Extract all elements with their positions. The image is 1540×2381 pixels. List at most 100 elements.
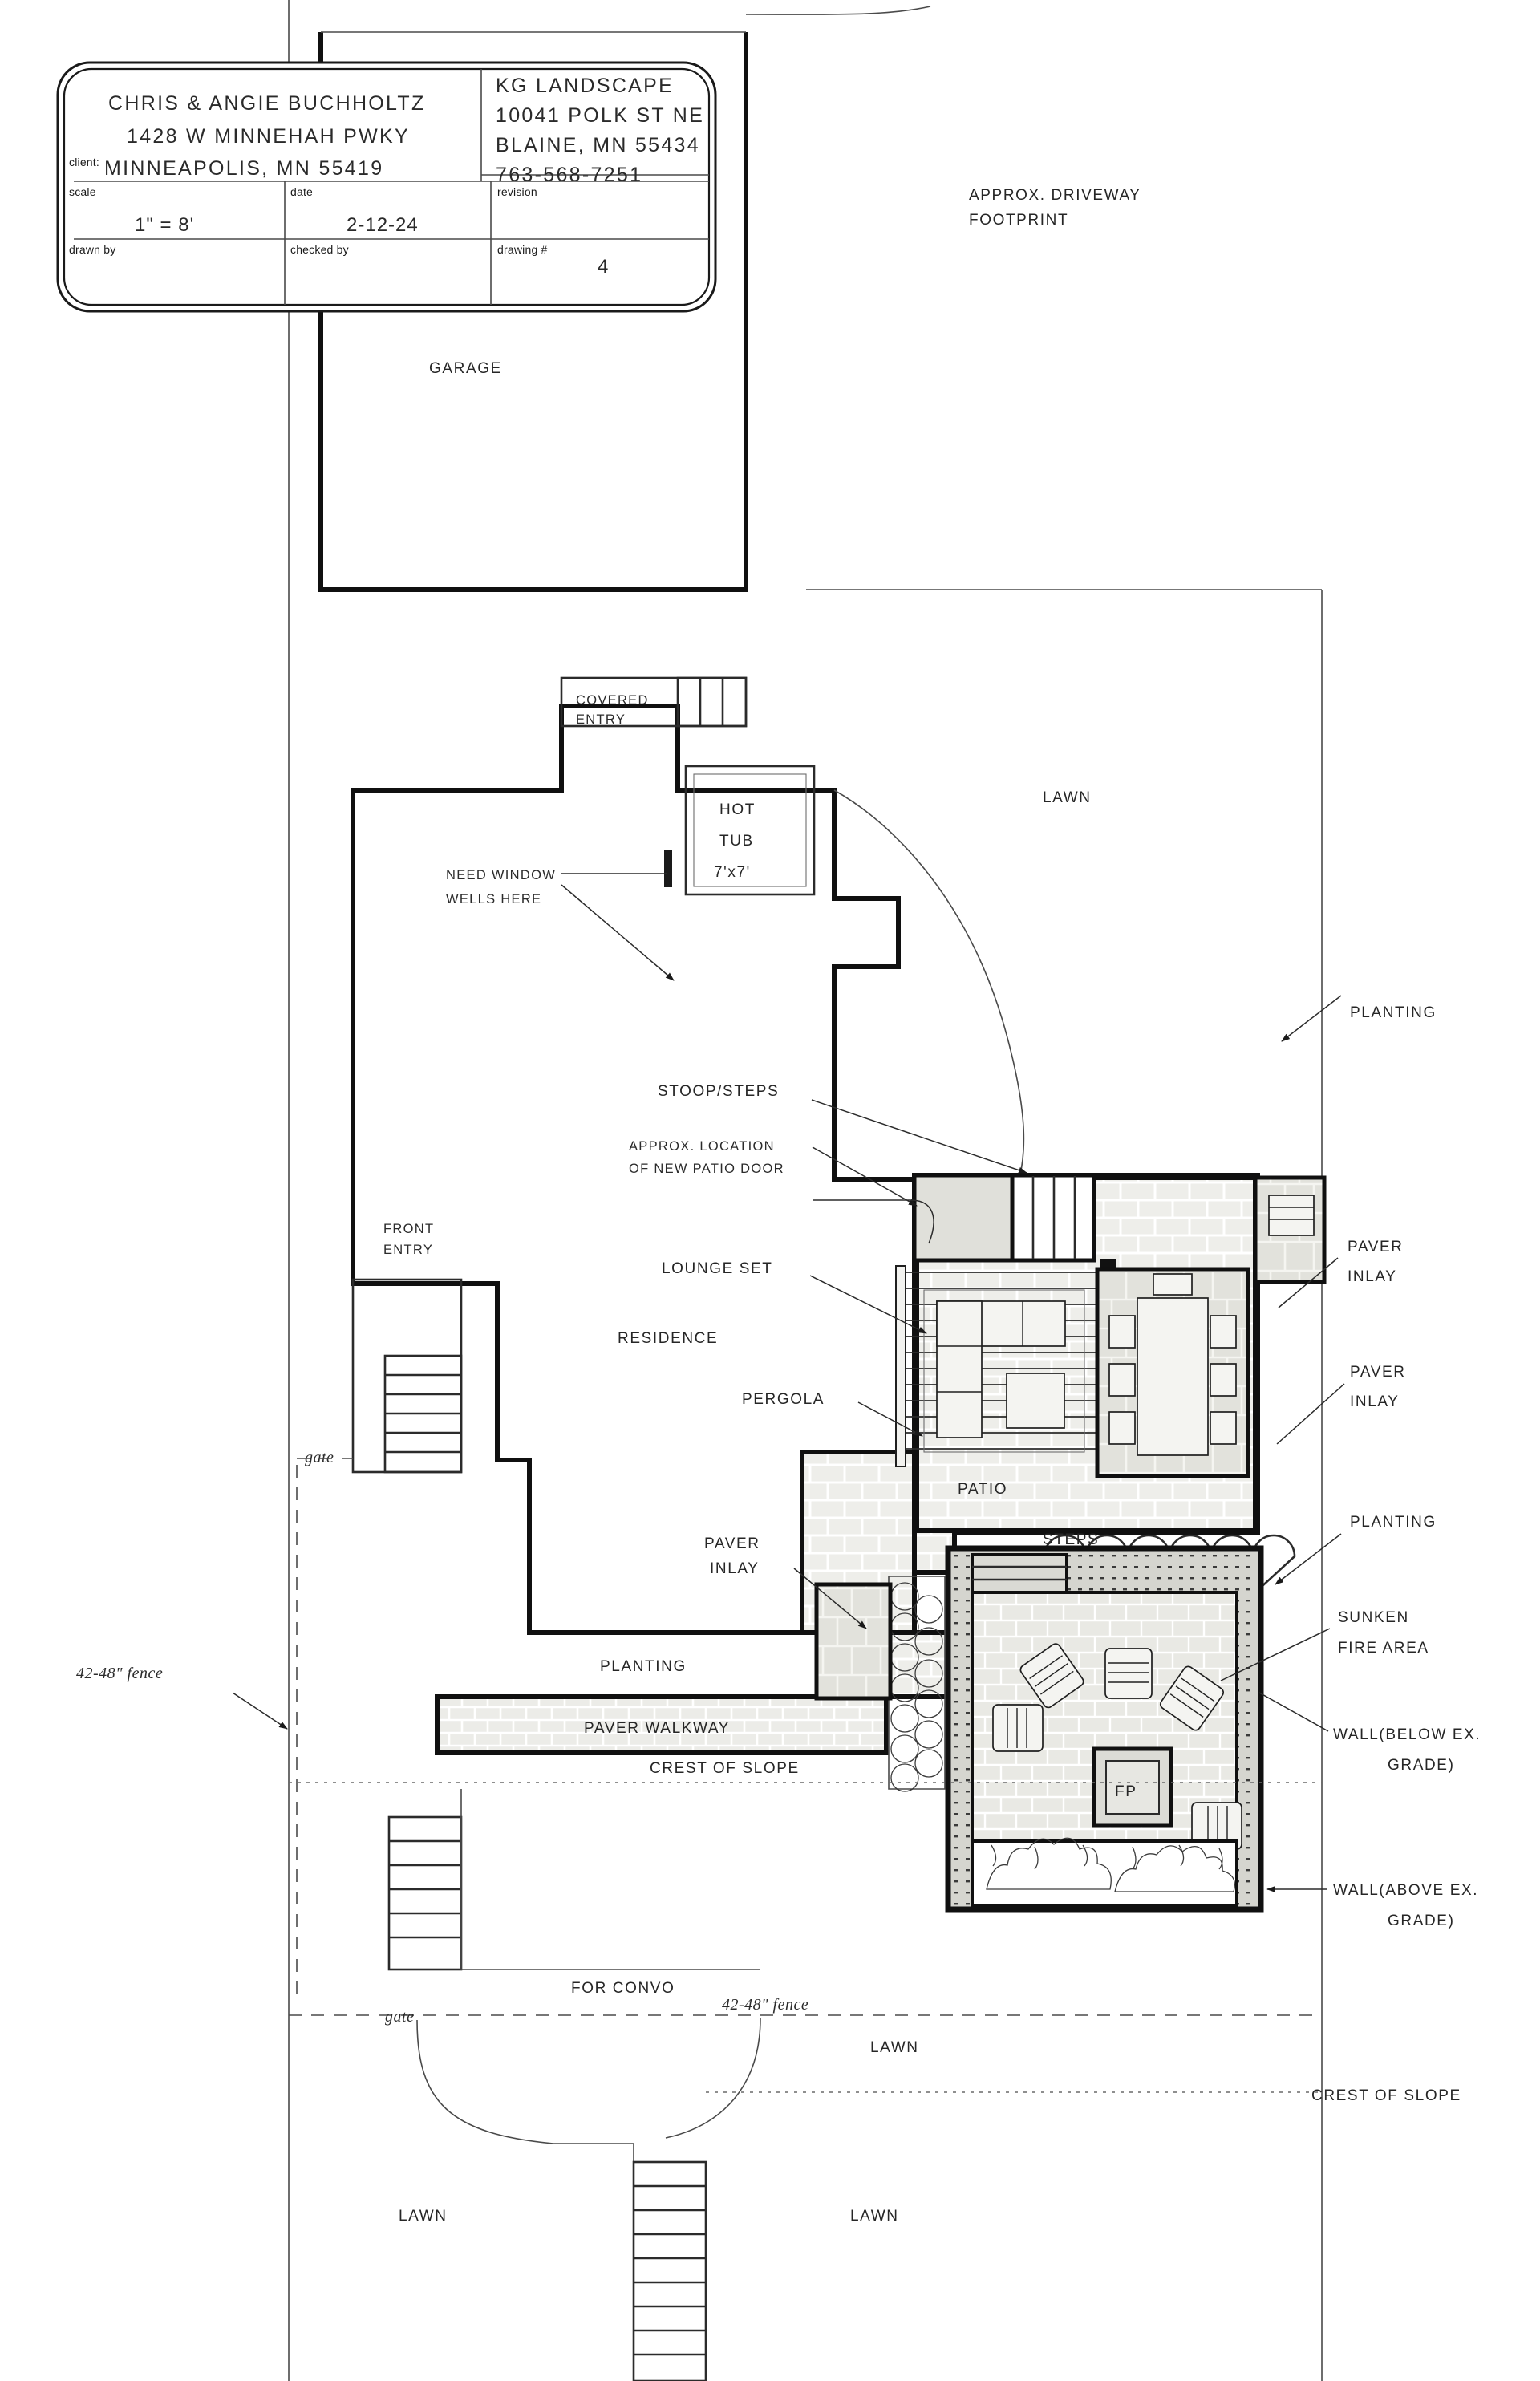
bottom-walk-curve-right	[665, 2018, 761, 2139]
planting-upper-right-leader	[1281, 995, 1342, 1042]
driveway-footprint-line	[745, 6, 931, 15]
paver-inlay-1-leader	[1278, 1257, 1339, 1308]
sunken-fire-leader	[1220, 1628, 1331, 1681]
paver-inlay-2-leader	[1276, 1383, 1345, 1445]
gate-upper-label: gate	[305, 1449, 334, 1466]
lawn-bottom-right-label: LAWN	[850, 2208, 899, 2225]
bottom-walk-curve-left	[416, 2019, 634, 2381]
pergola-label: PERGOLA	[742, 1391, 825, 1408]
crest-of-slope-mid-label: CREST OF SLOPE	[650, 1760, 800, 1777]
patio-corner-chair	[1253, 1175, 1327, 1284]
paver-inlay-3-line1: PAVER	[704, 1535, 760, 1552]
sunken-fire-label-line2: FIRE AREA	[1338, 1640, 1429, 1657]
covered-entry-label-line2: ENTRY	[576, 712, 626, 727]
scale-field-value: 1" = 8'	[135, 214, 194, 236]
fire-area-planting-bed	[971, 1837, 1238, 1907]
front-entry-label-line2: ENTRY	[383, 1243, 433, 1257]
paver-walkway-band	[435, 1694, 889, 1755]
sunken-fire-area: FP	[945, 1545, 1264, 1913]
sunken-fire-label-line1: SUNKEN	[1338, 1609, 1409, 1626]
drawn-by-field-label: drawn by	[69, 243, 116, 256]
for-convo-label: FOR CONVO	[571, 1980, 675, 1997]
property-lines	[288, 0, 1323, 2381]
paver-inlay-lower-left	[814, 1582, 893, 1701]
residence-footprint	[351, 704, 917, 1635]
patio-door-label-line2: OF NEW PATIO DOOR	[629, 1162, 784, 1176]
left-yard-edge	[460, 1789, 760, 1970]
fire-area-chairs	[992, 1643, 1242, 1850]
paver-inlay-1-line1: PAVER	[1348, 1239, 1404, 1255]
gate-lower-label: gate	[385, 2008, 414, 2026]
window-wells-leader	[561, 873, 675, 981]
fire-pit	[1092, 1746, 1173, 1828]
firm-name: KG LANDSCAPE	[496, 75, 674, 97]
paver-inlay-1-line2: INLAY	[1348, 1268, 1397, 1285]
hot-tub-label-line2: TUB	[719, 833, 754, 850]
client-name: CHRIS & ANGIE BUCHHOLTZ	[108, 92, 426, 115]
residence-label: RESIDENCE	[618, 1330, 718, 1347]
planting-strip-left	[888, 1576, 946, 1792]
fence-left-label: 42-48" fence	[76, 1665, 163, 1682]
planting-left-label: PLANTING	[600, 1658, 687, 1675]
window-wells-label-line1: NEED WINDOW	[446, 868, 556, 882]
drawing-number-field-label: drawing #	[497, 243, 548, 256]
crest-of-slope-low-label: CREST OF SLOPE	[1311, 2087, 1461, 2104]
hot-tub	[664, 765, 816, 896]
checked-by-field-label: checked by	[290, 243, 349, 256]
front-entry-label-line1: FRONT	[383, 1222, 434, 1236]
drawing-number-field-value: 4	[598, 256, 609, 278]
wall-above-label-line1: WALL(ABOVE EX.	[1333, 1882, 1478, 1899]
wall-below-label-line2: GRADE)	[1388, 1757, 1455, 1774]
driveway-label-line1: APPROX. DRIVEWAY	[969, 187, 1141, 204]
patio-label: PATIO	[958, 1481, 1007, 1498]
paver-inlay-3-line2: INLAY	[710, 1560, 760, 1577]
title-block	[56, 61, 717, 313]
client-street: 1428 W MINNEHAH PWKY	[127, 125, 410, 148]
firm-city: BLAINE, MN 55434	[496, 134, 700, 156]
date-field-label: date	[290, 185, 313, 198]
front-entry	[351, 1278, 463, 1474]
pergola-leader	[857, 1401, 923, 1437]
covered-entry-label-line1: COVERED	[576, 693, 649, 708]
covered-entry	[560, 676, 748, 728]
planting-mid-right-label: PLANTING	[1350, 1514, 1437, 1531]
stoop-steps-label: STOOP/STEPS	[658, 1083, 779, 1100]
stoop-steps-leader	[811, 1099, 1027, 1174]
firm-street: 10041 POLK ST NE	[496, 104, 704, 127]
curved-lawn-edge	[833, 789, 1025, 1188]
client-city: MINNEAPOLIS, MN 55419	[104, 157, 383, 180]
lawn-upper-label: LAWN	[1043, 789, 1092, 806]
lounge-set-label: LOUNGE SET	[662, 1260, 772, 1277]
bottom-stairs	[632, 2160, 707, 2381]
wall-below-leader	[1258, 1692, 1329, 1732]
date-field-value: 2-12-24	[346, 214, 419, 236]
hot-tub-label-line1: HOT	[719, 801, 756, 818]
lounge-set	[923, 1289, 1085, 1453]
wall-below-label-line1: WALL(BELOW EX.	[1333, 1726, 1481, 1743]
front-entry-steps	[383, 1354, 463, 1474]
fence-left-leader	[232, 1692, 288, 1730]
window-wells-label-line2: WELLS HERE	[446, 892, 541, 907]
planting-upper-right-label: PLANTING	[1350, 1004, 1437, 1021]
planting-mid-right-leader	[1275, 1533, 1342, 1585]
left-stairs	[387, 1815, 463, 1971]
revision-field-label: revision	[497, 185, 537, 198]
dining-set	[1108, 1273, 1237, 1456]
fire-pit-label: FP	[1115, 1783, 1137, 1800]
patio-door-leader	[812, 1146, 934, 1244]
garage-label: GARAGE	[429, 360, 502, 377]
driveway-label-line2: FOOTPRINT	[969, 212, 1068, 229]
paver-inlay-2-line2: INLAY	[1350, 1393, 1400, 1410]
hot-tub-label-line3: 7'x7'	[714, 864, 751, 881]
paver-walkway-label: PAVER WALKWAY	[584, 1720, 730, 1737]
wall-above-label-line2: GRADE)	[1388, 1913, 1455, 1929]
fire-area-steps	[971, 1553, 1068, 1594]
lawn-bottom-mid-label: LAWN	[870, 2039, 919, 2056]
lounge-set-leader	[809, 1275, 927, 1334]
steps-label: STEPS	[1043, 1531, 1099, 1548]
lawn-bottom-left-label: LAWN	[399, 2208, 448, 2225]
patio-door-label-line1: APPROX. LOCATION	[629, 1139, 775, 1154]
stoop-steps-top	[912, 1173, 1096, 1263]
